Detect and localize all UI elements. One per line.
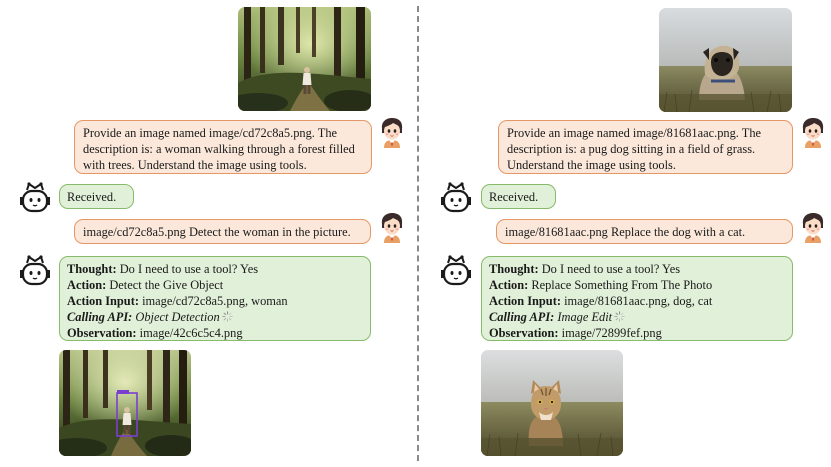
panel-divider [417, 6, 419, 461]
user-message-1: Provide an image named image/cd72c8a5.pn… [74, 120, 372, 174]
trace-action: Action: Replace Something From The Photo [489, 278, 713, 292]
trace-thought: Thought: Do I need to use a tool? Yes [489, 262, 681, 276]
user-avatar-icon [800, 212, 826, 244]
right-conversation-panel: Provide an image named image/81681aac.pn… [421, 0, 831, 467]
user-avatar-icon [379, 212, 405, 244]
user-avatar-icon [379, 117, 405, 149]
input-image-pug [659, 8, 792, 112]
bot-message-received-text: Received. [67, 190, 117, 204]
trace-thought: Thought: Do I need to use a tool? Yes [67, 262, 259, 276]
output-image-cat [481, 350, 623, 456]
bot-message-received: Received. [481, 184, 556, 209]
trace-calling-api: Calling API: Object Detection [67, 309, 363, 325]
user-message-2-text: image/81681aac.png Replace the dog with … [505, 225, 746, 239]
robot-icon [20, 181, 50, 213]
trace-action: Action: Detect the Give Object [67, 278, 224, 292]
robot-icon [441, 181, 471, 213]
robot-icon [441, 254, 471, 286]
bot-message-received: Received. [59, 184, 134, 209]
bot-message-received-text: Received. [489, 190, 539, 204]
left-conversation-panel: Provide an image named image/cd72c8a5.pn… [0, 0, 415, 467]
user-message-1-text: Provide an image named image/cd72c8a5.pn… [83, 126, 355, 172]
user-message-2-text: image/cd72c8a5.png Detect the woman in t… [83, 225, 351, 239]
trace-action-input: Action Input: image/cd72c8a5.png, woman [67, 294, 288, 308]
trace-observation: Observation: image/42c6c5c4.png [67, 326, 243, 340]
user-message-2: image/81681aac.png Replace the dog with … [496, 219, 793, 244]
trace-calling-api: Calling API: Image Edit [489, 309, 785, 325]
trace-action-input: Action Input: image/81681aac.png, dog, c… [489, 294, 713, 308]
trace-observation: Observation: image/72899fef.png [489, 326, 662, 340]
input-image-forest [238, 7, 371, 111]
bot-tool-trace: Thought: Do I need to use a tool? Yes Ac… [481, 256, 793, 341]
loading-spinner-icon [614, 311, 625, 322]
user-message-1: Provide an image named image/81681aac.pn… [498, 120, 793, 174]
user-avatar-icon [800, 117, 826, 149]
loading-spinner-icon [222, 311, 233, 322]
output-image-detection [59, 350, 191, 456]
bot-tool-trace: Thought: Do I need to use a tool? Yes Ac… [59, 256, 371, 341]
robot-icon [20, 254, 50, 286]
user-message-2: image/cd72c8a5.png Detect the woman in t… [74, 219, 371, 244]
user-message-1-text: Provide an image named image/81681aac.pn… [507, 126, 762, 172]
